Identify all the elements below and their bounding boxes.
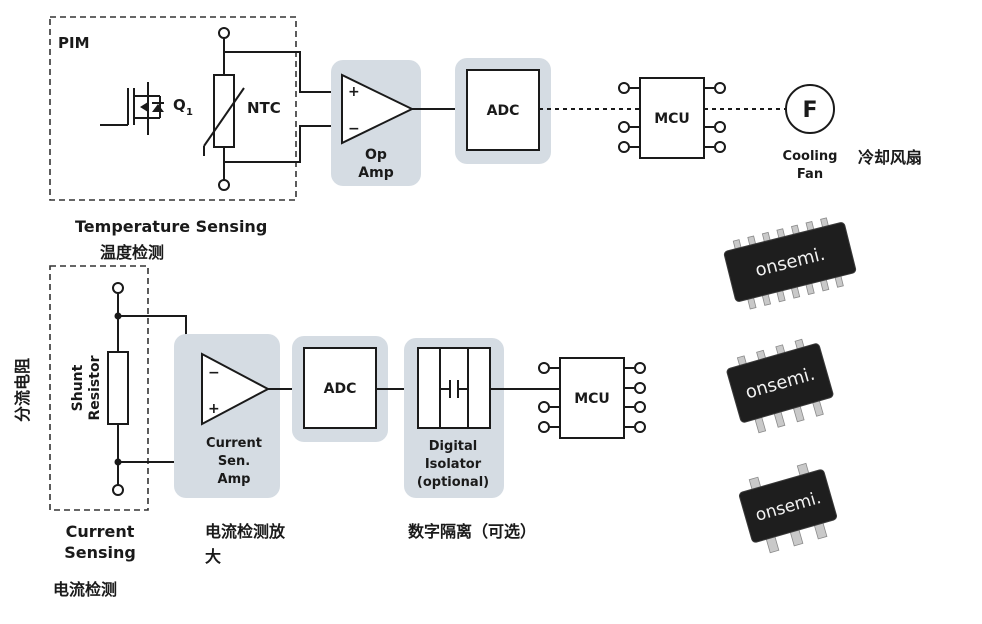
temperature-sensing-label: Temperature Sensing (75, 217, 267, 236)
digital-isolator-label-cn: 数字隔离（可选） (408, 522, 536, 541)
current-amp-plus-sign: + (208, 401, 220, 417)
current-sensing-label-cn: 电流检测 (53, 580, 117, 599)
current-amp-label-line1: Current (206, 436, 262, 451)
shunt-label-line1: Shunt (70, 364, 86, 411)
current-amp-panel (174, 334, 280, 498)
opamp-symbol (341, 73, 415, 145)
mcu-current-label: MCU (574, 391, 610, 407)
chip-sot23-image: onsemi. (738, 462, 838, 554)
fan-label-line1: Cooling (783, 149, 838, 164)
mcu-current-symbol (538, 357, 646, 439)
q1-mosfet-symbol (100, 82, 164, 135)
pim-label: PIM (58, 34, 90, 52)
digital-isolator-label-line3: (optional) (417, 475, 489, 490)
opamp-minus-sign: − (348, 121, 360, 137)
fan-label-cn: 冷却风扇 (858, 148, 922, 167)
adc-current-label: ADC (324, 381, 357, 397)
q1-label: Q (173, 96, 186, 114)
shunt-label-line2: Resistor (87, 355, 103, 420)
mcu-temp-label: MCU (654, 111, 690, 127)
current-amp-label-line2: Sen. (218, 454, 250, 469)
digital-isolator-box (417, 347, 491, 429)
current-sensing-line2: Sensing (64, 543, 136, 562)
current-amp-label-cn-line2: 大 (205, 547, 221, 566)
temperature-sensing-label-cn: 温度检测 (99, 243, 164, 262)
chip-soic8-image: onsemi. (726, 338, 834, 434)
current-amp-minus-sign: − (208, 365, 220, 381)
digital-isolator-label-line1: Digital (429, 439, 477, 454)
fan-label-line2: Fan (797, 167, 823, 182)
adc-current-box (303, 347, 377, 429)
adc-temp-label: ADC (487, 103, 520, 119)
ntc-label: NTC (247, 99, 281, 117)
opamp-label-line2: Amp (358, 165, 393, 181)
isolation-capacitor-icon (439, 348, 469, 428)
cooling-fan-icon (785, 84, 835, 134)
shunt-resistor-symbol (107, 282, 129, 496)
opamp-label-line1: Op (365, 147, 387, 163)
shunt-boundary (49, 265, 149, 511)
fan-symbol: F (802, 98, 817, 123)
q1-subscript: 1 (186, 107, 193, 118)
current-amp-symbol (201, 352, 271, 426)
shunt-label-cn: 分流电阻 (13, 358, 32, 422)
chip-soic14-image: onsemi. (723, 217, 857, 310)
ntc-thermistor-symbol (203, 27, 245, 191)
current-amp-label-line3: Amp (218, 472, 251, 487)
mcu-temp-symbol (618, 77, 726, 159)
pim-boundary (49, 16, 297, 201)
opamp-plus-sign: + (348, 84, 360, 100)
adc-temp-box (466, 69, 540, 151)
current-amp-label-cn-line1: 电流检测放 (205, 522, 286, 541)
digital-isolator-label-line2: Isolator (425, 457, 482, 472)
current-sensing-line1: Current (66, 522, 135, 541)
